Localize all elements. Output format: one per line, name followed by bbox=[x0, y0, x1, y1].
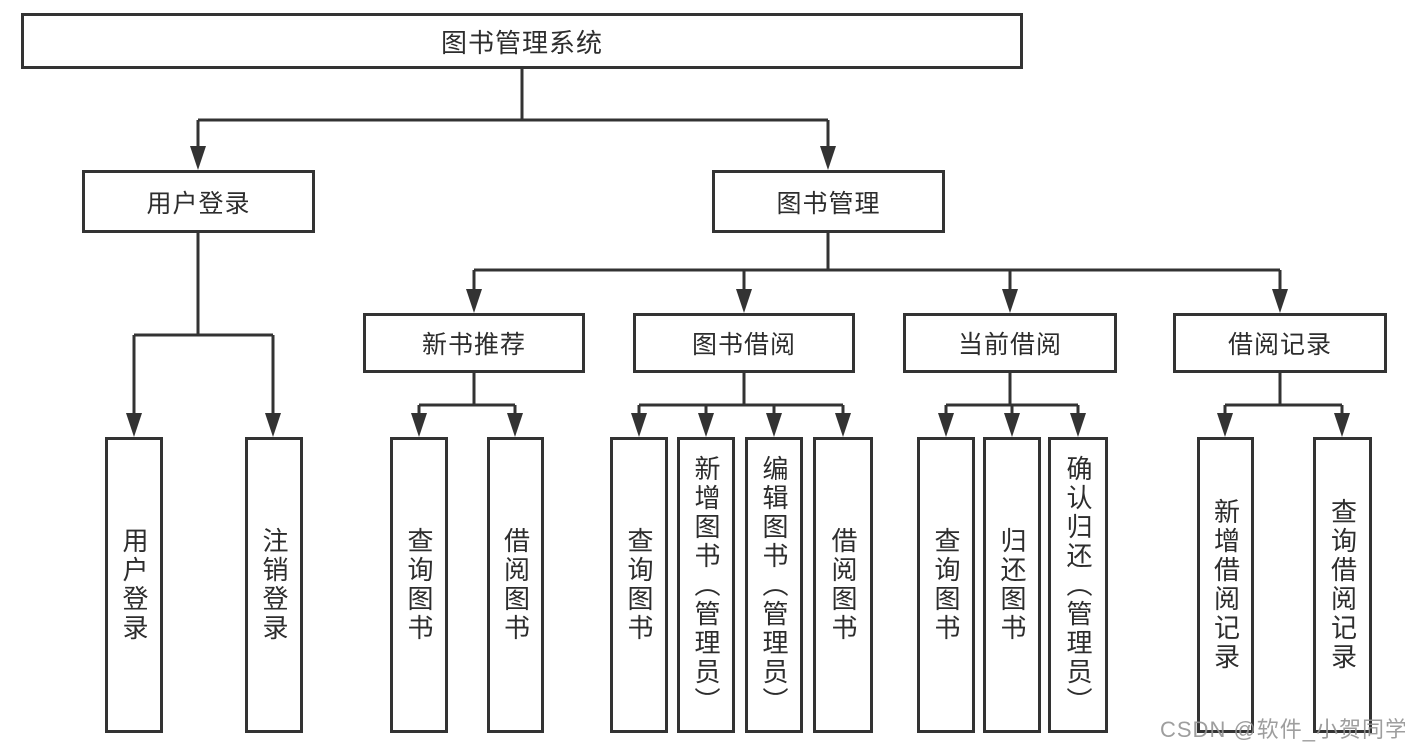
leaf-query-books-recommend: 查询图书 bbox=[390, 437, 448, 733]
arrow-icon bbox=[126, 413, 142, 437]
node-user-login: 用户登录 bbox=[82, 170, 315, 233]
leaf-add-borrow-record: 新增借阅记录 bbox=[1197, 437, 1254, 733]
arrow-icon bbox=[411, 413, 427, 437]
arrow-icon bbox=[835, 413, 851, 437]
leaf-user-login: 用户登录 bbox=[105, 437, 163, 733]
arrow-icon bbox=[1272, 289, 1288, 313]
node-book-management: 图书管理 bbox=[712, 170, 945, 233]
leaf-query-books-borrow: 查询图书 bbox=[610, 437, 668, 733]
connector-new-book-group bbox=[417, 373, 517, 415]
csdn-watermark: CSDN @软件_小贺同学 bbox=[1160, 717, 1405, 742]
arrow-icon bbox=[1004, 413, 1020, 437]
arrow-icon bbox=[736, 289, 752, 313]
connector-borrow-records-group bbox=[1223, 373, 1344, 415]
node-book-borrow: 图书借阅 bbox=[633, 313, 855, 373]
leaf-return-book: 归还图书 bbox=[983, 437, 1041, 733]
leaf-confirm-return-admin: 确认归还（管理员） bbox=[1048, 437, 1108, 733]
connector-book-management bbox=[472, 233, 1282, 291]
connector-current-borrow-group bbox=[944, 373, 1080, 415]
arrow-icon bbox=[631, 413, 647, 437]
arrow-icon bbox=[190, 146, 206, 170]
arrow-icon bbox=[1334, 413, 1350, 437]
arrow-icon bbox=[698, 413, 714, 437]
connector-user-login-group bbox=[132, 233, 275, 415]
node-borrow-records: 借阅记录 bbox=[1173, 313, 1387, 373]
arrowheads bbox=[126, 146, 1350, 437]
connector-root bbox=[196, 69, 830, 148]
arrow-icon bbox=[1070, 413, 1086, 437]
node-new-book-recommend: 新书推荐 bbox=[363, 313, 585, 373]
leaf-edit-book-admin: 编辑图书（管理员） bbox=[745, 437, 803, 733]
leaf-borrow-books: 借阅图书 bbox=[813, 437, 873, 733]
leaf-query-books-current: 查询图书 bbox=[917, 437, 975, 733]
arrow-icon bbox=[1002, 289, 1018, 313]
node-root-title: 图书管理系统 bbox=[21, 13, 1023, 69]
arrow-icon bbox=[1217, 413, 1233, 437]
node-current-borrow: 当前借阅 bbox=[903, 313, 1117, 373]
arrow-icon bbox=[766, 413, 782, 437]
leaf-query-borrow-record: 查询借阅记录 bbox=[1313, 437, 1372, 733]
leaf-borrow-books-recommend: 借阅图书 bbox=[487, 437, 544, 733]
arrow-icon bbox=[466, 289, 482, 313]
connector-book-borrow-group bbox=[637, 373, 845, 415]
arrow-icon bbox=[507, 413, 523, 437]
leaf-logout: 注销登录 bbox=[245, 437, 303, 733]
leaf-add-book-admin: 新增图书（管理员） bbox=[677, 437, 735, 733]
arrow-icon bbox=[938, 413, 954, 437]
arrow-icon bbox=[820, 146, 836, 170]
arrow-icon bbox=[265, 413, 281, 437]
